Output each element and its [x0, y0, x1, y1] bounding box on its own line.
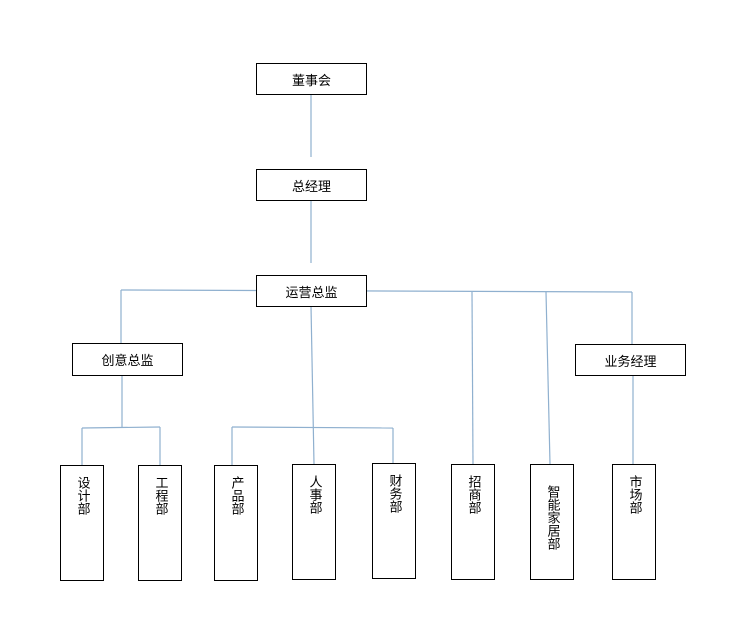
creative-director-label: 创意总监	[101, 354, 154, 369]
connector-to-smarthome	[545, 291, 551, 465]
connector-to-investment	[471, 291, 474, 465]
connector-creative-bus	[81, 426, 161, 429]
dept-smart-home-label: 智能家居部	[544, 485, 560, 550]
dept-hr-label: 人事部	[306, 475, 322, 514]
dept-marketing-label: 市场部	[626, 475, 642, 514]
connector-middle-bus	[231, 426, 394, 429]
operations-director-box: 运营总监	[256, 275, 367, 307]
dept-investment-label: 招商部	[465, 475, 481, 514]
dept-design-label: 设计部	[74, 476, 90, 515]
dept-marketing-box: 市场部	[612, 464, 656, 580]
board-label: 董事会	[291, 73, 331, 89]
dept-engineering-label: 工程部	[152, 476, 168, 515]
dept-product-label: 产品部	[228, 476, 244, 515]
dept-finance-box: 财务部	[372, 463, 416, 579]
general-manager-label: 总经理	[291, 179, 331, 195]
dept-finance-label: 财务部	[386, 474, 402, 513]
connector-ops-bus	[120, 289, 633, 293]
dept-engineering-box: 工程部	[138, 465, 182, 581]
dept-investment-box: 招商部	[451, 464, 495, 580]
dept-hr-box: 人事部	[292, 464, 336, 580]
dept-design-box: 设计部	[60, 465, 104, 581]
connector-ops-middle	[310, 305, 315, 465]
board-box: 董事会	[256, 63, 367, 95]
general-manager-box: 总经理	[256, 169, 367, 201]
dept-smart-home-box: 智能家居部	[530, 464, 574, 580]
dept-product-box: 产品部	[214, 465, 258, 581]
creative-director-box: 创意总监	[72, 343, 183, 376]
operations-director-label: 运营总监	[285, 285, 338, 301]
business-manager-box: 业务经理	[575, 344, 686, 376]
business-manager-label: 业务经理	[604, 354, 657, 370]
